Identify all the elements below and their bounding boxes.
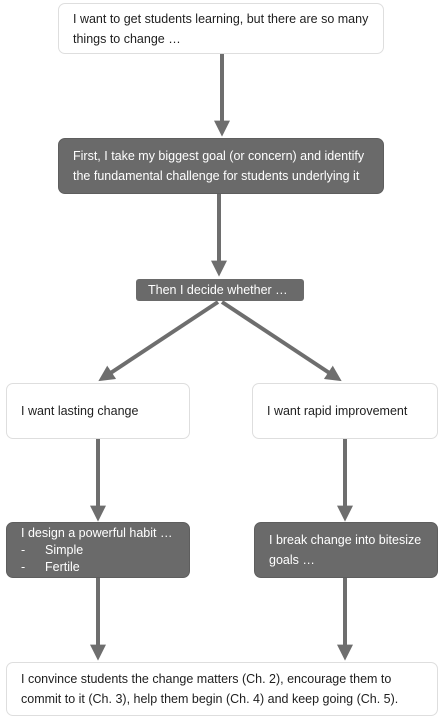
decide-label: Then I decide whether …	[136, 279, 304, 301]
bottom-box: I convince students the change matters (…	[6, 662, 438, 716]
right-action-text: I break change into bitesize goals …	[269, 533, 422, 567]
right-choice-box: I want rapid improvement	[252, 383, 438, 439]
bullet-text: Simple	[45, 542, 84, 557]
top-box: I want to get students learning, but the…	[58, 3, 384, 54]
arrow-decide-to-right	[220, 300, 342, 382]
bullet-dash: -	[21, 559, 26, 574]
left-choice-text: I want lasting change	[21, 404, 139, 418]
bottom-box-text: I convince students the change matters (…	[21, 672, 399, 706]
arrow-decide-to-left	[98, 300, 220, 382]
right-choice-text: I want rapid improvement	[267, 404, 408, 418]
habit-bullet-fertile: - Fertile	[21, 559, 175, 576]
left-action-title: I design a powerful habit …	[21, 525, 173, 540]
habit-bullet-simple: - Simple	[21, 542, 175, 559]
bullet-dash: -	[21, 542, 26, 557]
right-action-box: I break change into bitesize goals …	[254, 522, 438, 578]
left-choice-box: I want lasting change	[6, 383, 190, 439]
first-step-box: First, I take my biggest goal (or concer…	[58, 138, 384, 194]
left-action-box: I design a powerful habit … - Simple - F…	[6, 522, 190, 578]
bullet-text: Fertile	[45, 559, 80, 574]
first-step-text: First, I take my biggest goal (or concer…	[73, 149, 365, 183]
decide-label-text: Then I decide whether …	[148, 283, 288, 297]
top-box-text: I want to get students learning, but the…	[73, 11, 369, 46]
